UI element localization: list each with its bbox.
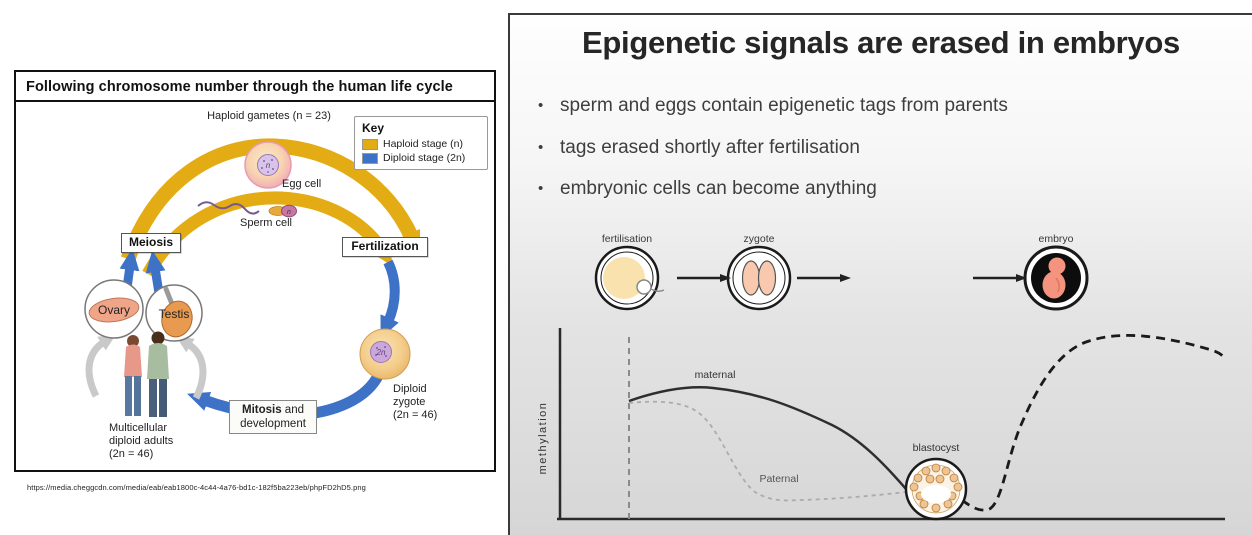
life-cycle-title: Following chromosome number through the … (16, 72, 494, 102)
bullet-icon: • (538, 97, 544, 114)
egg-cell-illustration: n (244, 141, 292, 189)
key-item-haploid: Haploid stage (n) (362, 138, 481, 150)
testis-illustration (145, 284, 203, 342)
image-source-url: https://media.cheggcdn.com/media/eab/eab… (27, 483, 366, 492)
ovary-label: Ovary (97, 303, 130, 317)
diploid-swatch (362, 152, 378, 164)
sperm-cell-label: Sperm cell (240, 217, 292, 229)
fertilization-arrow (380, 259, 400, 339)
bullet-2: • tags erased shortly after fertilisatio… (538, 137, 860, 158)
haploid-swatch (362, 138, 378, 150)
epigenetics-slide: Epigenetic signals are erased in embryos… (508, 13, 1252, 535)
key-legend: Key Haploid stage (n) Diploid stage (2n) (354, 116, 488, 170)
life-cycle-canvas: n n (16, 104, 494, 470)
ovary-illustration (84, 279, 144, 339)
y-axis-label: methylation (537, 402, 549, 475)
bullet-1: • sperm and eggs contain epigenetic tags… (538, 95, 1008, 116)
diploid-zygote-label: Diploid zygote (2n = 46) (393, 383, 438, 421)
haploid-gametes-label: Haploid gametes (n = 23) (207, 110, 331, 122)
egg-cell-label: Egg cell (282, 178, 322, 190)
svg-text:n: n (287, 209, 291, 216)
paternal-curve (628, 400, 907, 502)
zygote-cell-illustration (726, 245, 792, 311)
key-title: Key (362, 121, 385, 135)
bullet-icon: • (538, 180, 544, 197)
adults-label: Multicellular diploid adults (2n = 46) (109, 422, 174, 460)
bullet-3: • embryonic cells can become anything (538, 178, 877, 199)
methylation-figure: fertilisation zygote embryo (537, 233, 1225, 521)
fertilization-label-box: Fertilization (342, 237, 428, 257)
mitosis-label-box: Mitosis and development (229, 400, 317, 434)
blastocyst-illustration (904, 457, 968, 521)
embryo-label: embryo (1038, 233, 1073, 245)
svg-text:n: n (266, 161, 271, 170)
bullet-icon: • (538, 139, 544, 156)
sperm-cell-illustration: n (197, 201, 297, 218)
adult-to-ovary-arrow (85, 334, 116, 398)
maternal-label: maternal (695, 369, 736, 381)
adult-couple-illustration (124, 331, 169, 417)
testis-label: Testis (158, 307, 190, 321)
key-item-diploid: Diploid stage (2n) (362, 152, 481, 164)
paternal-label: Paternal (759, 473, 798, 485)
fertilisation-label: fertilisation (602, 233, 652, 245)
blastocyst-label: blastocyst (913, 442, 960, 454)
zygote-illustration: 2n (359, 328, 411, 380)
fertilisation-cell-illustration (594, 245, 665, 311)
remethylation-curve (961, 334, 1225, 512)
life-cycle-labels: Haploid gametes (n = 23) Key Haploid sta… (16, 104, 494, 470)
embryo-cell-illustration (1023, 245, 1089, 311)
maternal-curve (628, 386, 907, 490)
life-cycle-figure: Following chromosome number through the … (14, 70, 496, 472)
slide-title: Epigenetic signals are erased in embryos (582, 25, 1180, 60)
zygote-label: zygote (744, 233, 775, 245)
svg-text:2n: 2n (376, 348, 386, 357)
meiosis-label-box: Meiosis (121, 233, 181, 253)
adult-to-testis-arrow (176, 336, 207, 400)
